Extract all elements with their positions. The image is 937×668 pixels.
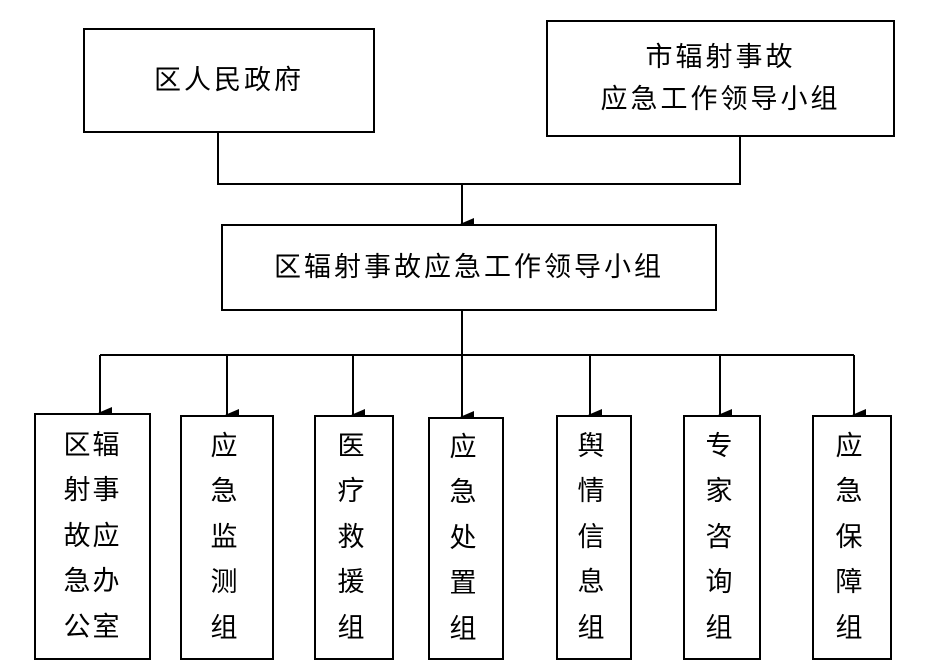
subgroup-row: 测: [210, 567, 244, 599]
district-leading-group-box: 区辐射事故应急工作领导小组: [221, 224, 717, 311]
subgroup-row: 处: [449, 522, 483, 554]
subgroup-row: 急办: [63, 566, 122, 598]
subgroup-row: 救: [337, 521, 371, 553]
subgroup-row: 医: [337, 431, 371, 463]
subgroup-row: 组: [577, 612, 611, 644]
subgroup-row: 舆: [577, 431, 611, 463]
subgroup-row: 区辐: [63, 430, 122, 462]
subgroup-row: 组: [337, 612, 371, 644]
subgroup-row: 应: [210, 431, 244, 463]
subgroup-row: 息: [577, 567, 611, 599]
subgroup-row: 疗: [337, 476, 371, 508]
subgroup-row: 公室: [63, 611, 122, 643]
subgroup-row: 援: [337, 567, 371, 599]
district-leading-group-label: 区辐射事故应急工作领导小组: [274, 251, 664, 283]
subgroup-row: 组: [835, 612, 869, 644]
subgroup-row: 咨: [705, 521, 739, 553]
subgroup-row: 置: [449, 568, 483, 600]
subgroup-expert-consultation: 专 家 咨 询 组: [683, 415, 761, 660]
subgroup-medical-rescue: 医 疗 救 援 组: [314, 415, 394, 660]
subgroup-row: 故应: [63, 520, 122, 552]
city-leading-group-line-1: 市辐射事故: [645, 41, 796, 73]
subgroup-row: 组: [705, 612, 739, 644]
subgroup-row: 应: [835, 431, 869, 463]
subgroup-row: 监: [210, 521, 244, 553]
subgroup-emergency-office: 区辐 射事 故应 急办 公室: [34, 413, 151, 660]
subgroup-row: 信: [577, 521, 611, 553]
subgroup-emergency-support: 应 急 保 障 组: [812, 415, 892, 660]
subgroup-row: 组: [449, 613, 483, 645]
subgroup-row: 障: [835, 567, 869, 599]
subgroup-row: 射事: [63, 475, 122, 507]
subgroup-row: 应: [449, 432, 483, 464]
subgroup-row: 保: [835, 521, 869, 553]
subgroup-row: 家: [705, 476, 739, 508]
subgroup-emergency-response: 应 急 处 置 组: [428, 417, 504, 660]
subgroup-row: 急: [835, 476, 869, 508]
subgroup-row: 专: [705, 431, 739, 463]
district-government-label: 区人民政府: [154, 64, 304, 96]
city-leading-group-line-2: 应急工作领导小组: [600, 83, 841, 115]
subgroup-emergency-monitoring: 应 急 监 测 组: [180, 415, 274, 660]
subgroup-row: 组: [210, 612, 244, 644]
subgroup-row: 急: [210, 476, 244, 508]
subgroup-row: 急: [449, 477, 483, 509]
subgroup-public-opinion: 舆 情 信 息 组: [556, 415, 632, 660]
subgroup-row: 询: [705, 567, 739, 599]
city-leading-group-box: 市辐射事故 应急工作领导小组: [546, 20, 895, 137]
district-government-box: 区人民政府: [83, 28, 375, 133]
subgroup-row: 情: [577, 476, 611, 508]
